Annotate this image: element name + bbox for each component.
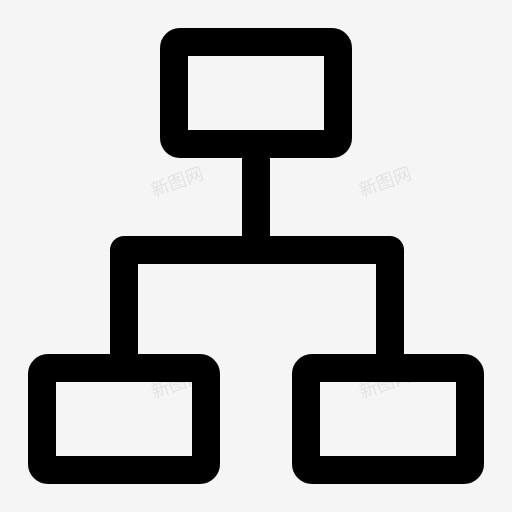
branch-connector-line	[110, 236, 404, 382]
left-node-box	[28, 354, 220, 484]
top-node-box	[160, 28, 352, 158]
right-node-box	[292, 354, 484, 484]
